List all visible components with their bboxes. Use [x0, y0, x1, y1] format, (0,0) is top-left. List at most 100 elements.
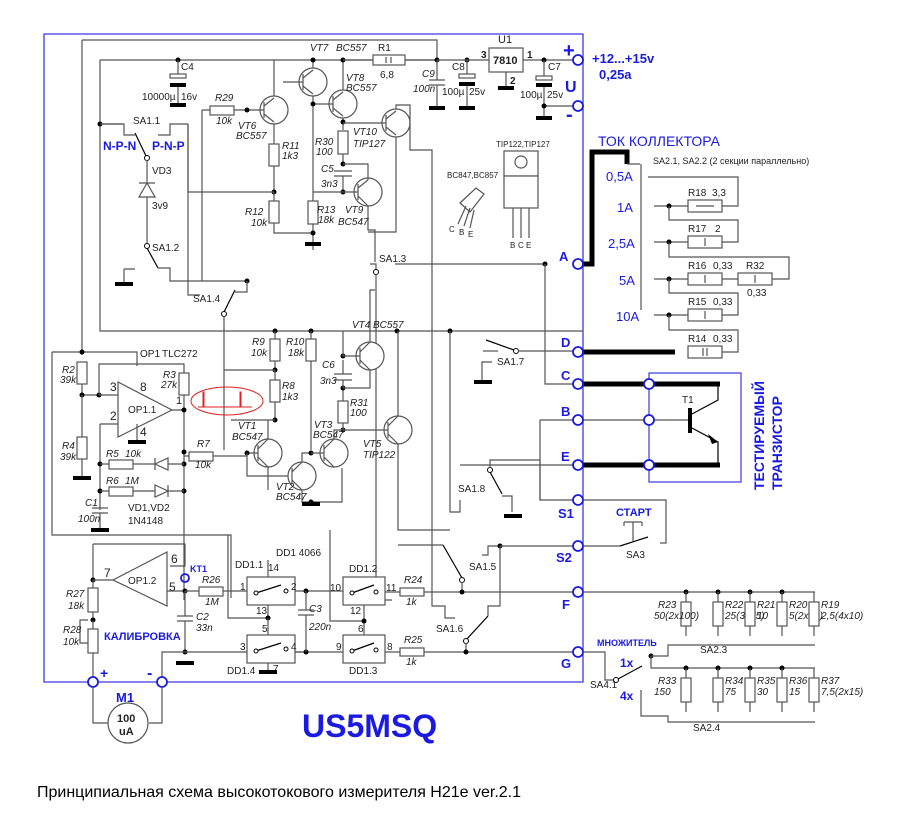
- current-source-block: [187, 57, 433, 331]
- r5-ref: R5: [106, 449, 119, 460]
- meter-terminal-minus[interactable]: [156, 676, 168, 688]
- r16-ref: R16: [688, 261, 707, 272]
- resistor-ref: R35: [757, 676, 776, 687]
- vt1-part: BC547: [232, 432, 263, 443]
- npn-label[interactable]: N-P-N: [103, 139, 136, 153]
- resistor-value: 2,5(4x10): [820, 611, 863, 622]
- terminal-d[interactable]: [572, 346, 584, 358]
- terminal-a-label: A: [559, 249, 569, 264]
- vd3-ref: VD3: [152, 166, 172, 177]
- resistor-r27: [87, 587, 99, 613]
- sa1-5-label: SA1.5: [469, 562, 497, 573]
- vt2-ref: VT2: [276, 482, 295, 493]
- range-1a[interactable]: 1A: [617, 200, 633, 215]
- polarity-switch: SA1.1 N-P-N P-N-P VD3 3v9 SA1.2: [97, 116, 202, 286]
- dd1-2-pin10: 10: [330, 583, 342, 594]
- resistor-r29: [209, 105, 235, 116]
- r26-ref: R26: [202, 575, 221, 586]
- terminal-g[interactable]: [572, 646, 584, 658]
- mult-top-r22: R2225(3x75): [712, 589, 764, 636]
- socket-c[interactable]: [643, 378, 655, 390]
- terminal-f[interactable]: [572, 586, 584, 598]
- c4-ref: C4: [181, 62, 194, 73]
- r9-value: 10k: [251, 348, 268, 359]
- vt3-part: BC547: [313, 430, 344, 441]
- vt1-ref: VT1: [238, 421, 256, 432]
- terminal-e[interactable]: [572, 459, 584, 471]
- terminal-f-label: F: [562, 597, 570, 612]
- meter-terminal-plus[interactable]: [87, 676, 99, 688]
- collector-current-selector: ТОК КОЛЛЕКТОРА SA2.1, SA2.2 (2 секции па…: [578, 133, 809, 359]
- terminal-c[interactable]: [572, 378, 584, 390]
- r7-value: 10k: [195, 460, 212, 471]
- terminal-a[interactable]: [572, 258, 584, 270]
- microammeter: [107, 702, 149, 744]
- power-pin-b: B: [510, 241, 515, 250]
- vd1-vd2-ref: VD1,VD2: [128, 503, 170, 514]
- resistor-r8: [269, 379, 281, 403]
- resistor-body: [776, 601, 788, 627]
- dd1-2-pin11: 11: [386, 583, 397, 594]
- dd1-2-pin12: 12: [350, 606, 362, 617]
- op1-1-label: OP1.1: [128, 405, 157, 416]
- c7-value: 100µ: [520, 90, 543, 101]
- resistor-r25: [399, 647, 425, 657]
- potentiometer-r28[interactable]: [87, 628, 99, 654]
- meter-m1: + - M1 100 uA: [87, 665, 168, 744]
- vt10-part: TIP127: [353, 139, 386, 150]
- resistor-r2: [76, 361, 88, 385]
- terminal-c-label: C: [561, 368, 571, 383]
- terminal-plus[interactable]: [572, 54, 584, 66]
- socket-e[interactable]: [643, 459, 655, 471]
- terminal-b[interactable]: [572, 414, 584, 426]
- r3-value: 27k: [160, 380, 178, 391]
- range-2-5a[interactable]: 2,5A: [608, 236, 635, 251]
- resistor-r11: [268, 143, 280, 167]
- terminal-s1[interactable]: [572, 494, 584, 506]
- op1-ref: OP1: [140, 349, 160, 360]
- comparator-op1-1: [51, 40, 247, 600]
- op1-1-pin2: 2: [110, 409, 117, 423]
- start-label[interactable]: СТАРТ: [616, 507, 652, 519]
- resistor-r31: [337, 400, 349, 424]
- r5-value: 10k: [125, 449, 142, 460]
- dd1-2-label: DD1.2: [349, 564, 378, 575]
- meter-plus-sign: +: [100, 665, 108, 681]
- range-10a[interactable]: 10A: [616, 309, 639, 324]
- testpoint-kt1[interactable]: [180, 573, 190, 583]
- range-5a[interactable]: 5A: [619, 273, 635, 288]
- vt7-part: BC557: [336, 43, 367, 54]
- c4-value: 10000µ: [142, 92, 176, 103]
- multiplier-4x[interactable]: 4x: [620, 689, 634, 703]
- socket-b[interactable]: [643, 414, 655, 426]
- sa1-7-label: SA1.7: [497, 357, 525, 368]
- terminal-s1-label: S1: [558, 506, 574, 521]
- c6-value: 3n3: [320, 376, 337, 387]
- r11-value: 1k3: [282, 151, 299, 162]
- terminal-s2[interactable]: [572, 540, 584, 552]
- pnp-label[interactable]: P-N-P: [152, 139, 185, 153]
- supply-voltage-label: +12...+15v: [592, 51, 655, 66]
- multiplier-1x[interactable]: 1x: [620, 656, 634, 670]
- r7-ref: R7: [197, 439, 210, 450]
- r30-ref: R30: [315, 137, 334, 148]
- resistor-ref: R33: [658, 676, 677, 687]
- dd1-ref: DD1 4066: [276, 548, 321, 559]
- resistor-r24: [399, 587, 425, 597]
- sa1-2-label: SA1.2: [152, 243, 180, 254]
- resistor-body: [744, 601, 756, 627]
- meter-minus-sign: -: [147, 665, 152, 682]
- small-pin-e: E: [468, 230, 473, 239]
- c1-ref: C1: [85, 498, 98, 509]
- dd1-4-label: DD1.4: [227, 666, 256, 677]
- c8-ref: C8: [452, 62, 465, 73]
- range-0-5a[interactable]: 0,5A: [606, 169, 633, 184]
- r13-ref: R13: [317, 205, 336, 216]
- resistor-value: 10: [757, 611, 769, 622]
- resistor-value: 30: [757, 687, 769, 698]
- r15-value: 0,33: [713, 297, 733, 308]
- start-button[interactable]: СТАРТ SA3: [583, 499, 667, 561]
- terminal-minus[interactable]: [572, 100, 584, 112]
